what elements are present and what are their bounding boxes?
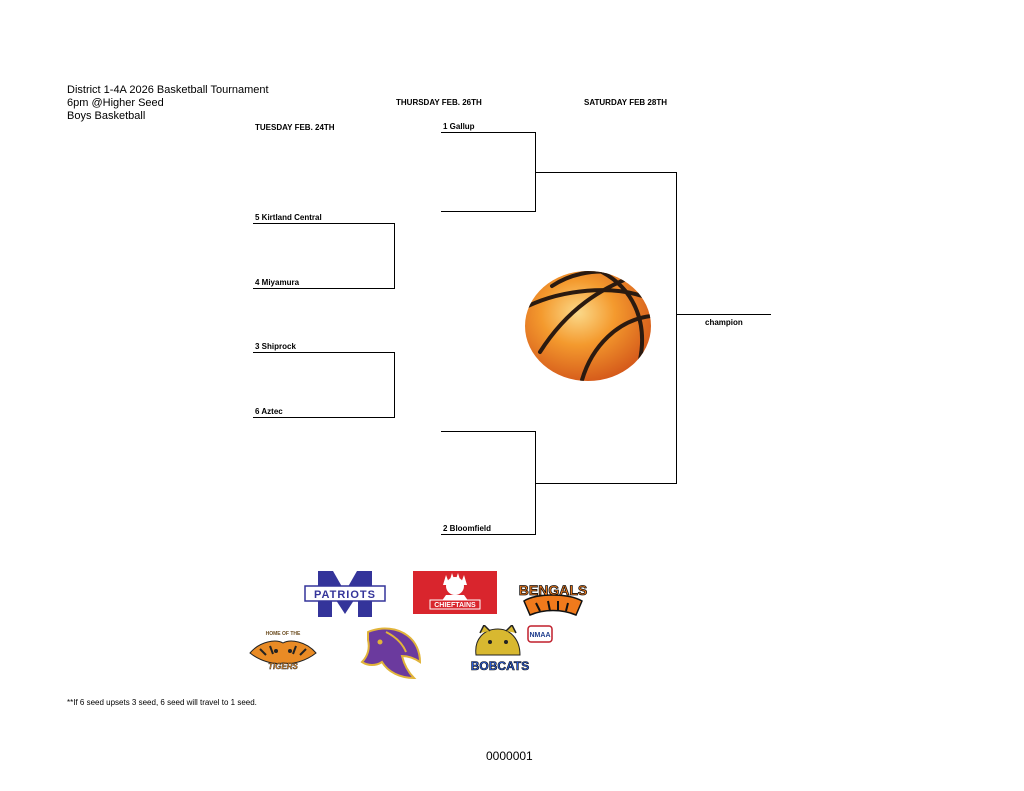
team-aztec: 6 Aztec: [255, 407, 283, 416]
chieftains-logo-text: CHIEFTAINS: [434, 602, 476, 609]
tigers-logo: HOME OF THE TIGERS: [249, 631, 317, 671]
team-kirtland-central: 5 Kirtland Central: [255, 213, 322, 222]
game-time: 6pm @Higher Seed: [67, 97, 164, 109]
bracket-line: [394, 352, 395, 418]
bobcats-logo: NMAA BOBCATS: [470, 625, 553, 673]
basketball-icon: [525, 271, 651, 381]
bracket-line: [676, 314, 771, 315]
bracket-line: [535, 483, 677, 484]
bracket-line: [394, 223, 395, 289]
team-bloomfield: 2 Bloomfield: [443, 524, 492, 533]
mustang-logo: [360, 627, 422, 680]
round-header-tuesday: TUESDAY FEB. 24TH: [255, 123, 335, 132]
round-header-thursday: THURSDAY FEB. 26TH: [396, 98, 482, 107]
champion-label: champion: [705, 318, 743, 327]
footnote: **If 6 seed upsets 3 seed, 6 seed will t…: [67, 698, 257, 707]
bracket-line: [441, 534, 536, 535]
tigers-logo-top-text: HOME OF THE: [266, 631, 301, 637]
tournament-title: District 1-4A 2026 Basketball Tournament: [67, 84, 269, 96]
patriots-logo-text: PATRIOTS: [314, 589, 376, 601]
bracket-line: [253, 288, 395, 289]
chieftains-logo: CHIEFTAINS: [413, 571, 497, 614]
bracket-line: [253, 352, 395, 353]
team-gallup: 1 Gallup: [443, 122, 475, 131]
round-header-saturday: SATURDAY FEB 28TH: [584, 98, 667, 107]
team-miyamura: 4 Miyamura: [255, 278, 300, 287]
tigers-logo-text: TIGERS: [268, 662, 298, 671]
document-number: 0000001: [486, 749, 533, 763]
patriots-logo: PATRIOTS: [304, 571, 386, 617]
team-shiprock: 3 Shiprock: [255, 342, 296, 351]
bengals-logo-text: BENGALS: [519, 582, 587, 598]
bracket-line: [441, 132, 536, 133]
bracket-line: [253, 223, 395, 224]
nmaa-badge-text: NMAA: [530, 632, 551, 639]
bracket-line: [441, 431, 536, 432]
bracket-line: [253, 417, 395, 418]
division-label: Boys Basketball: [67, 110, 146, 122]
bracket-line: [676, 172, 677, 484]
bracket-line: [441, 211, 536, 212]
bracket-line: [535, 172, 677, 173]
bobcats-logo-text: BOBCATS: [471, 659, 529, 673]
bengals-logo: BENGALS: [518, 582, 588, 616]
